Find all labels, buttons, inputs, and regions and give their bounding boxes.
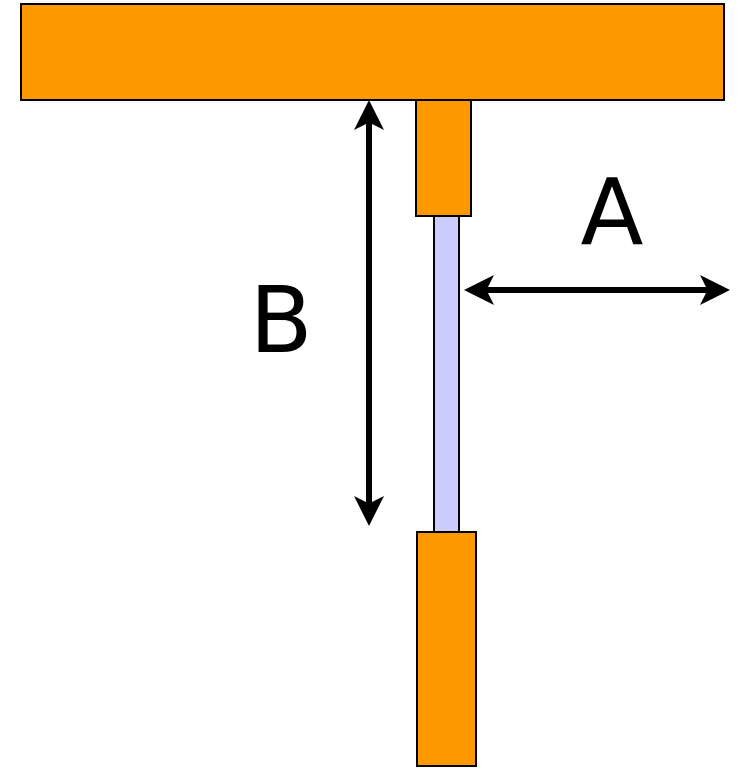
lower-block bbox=[416, 531, 477, 767]
upper-stub bbox=[415, 99, 472, 217]
thin-rod bbox=[433, 215, 460, 533]
top-bar bbox=[20, 3, 725, 101]
label-b: B bbox=[249, 267, 312, 374]
label-a: A bbox=[581, 159, 644, 266]
